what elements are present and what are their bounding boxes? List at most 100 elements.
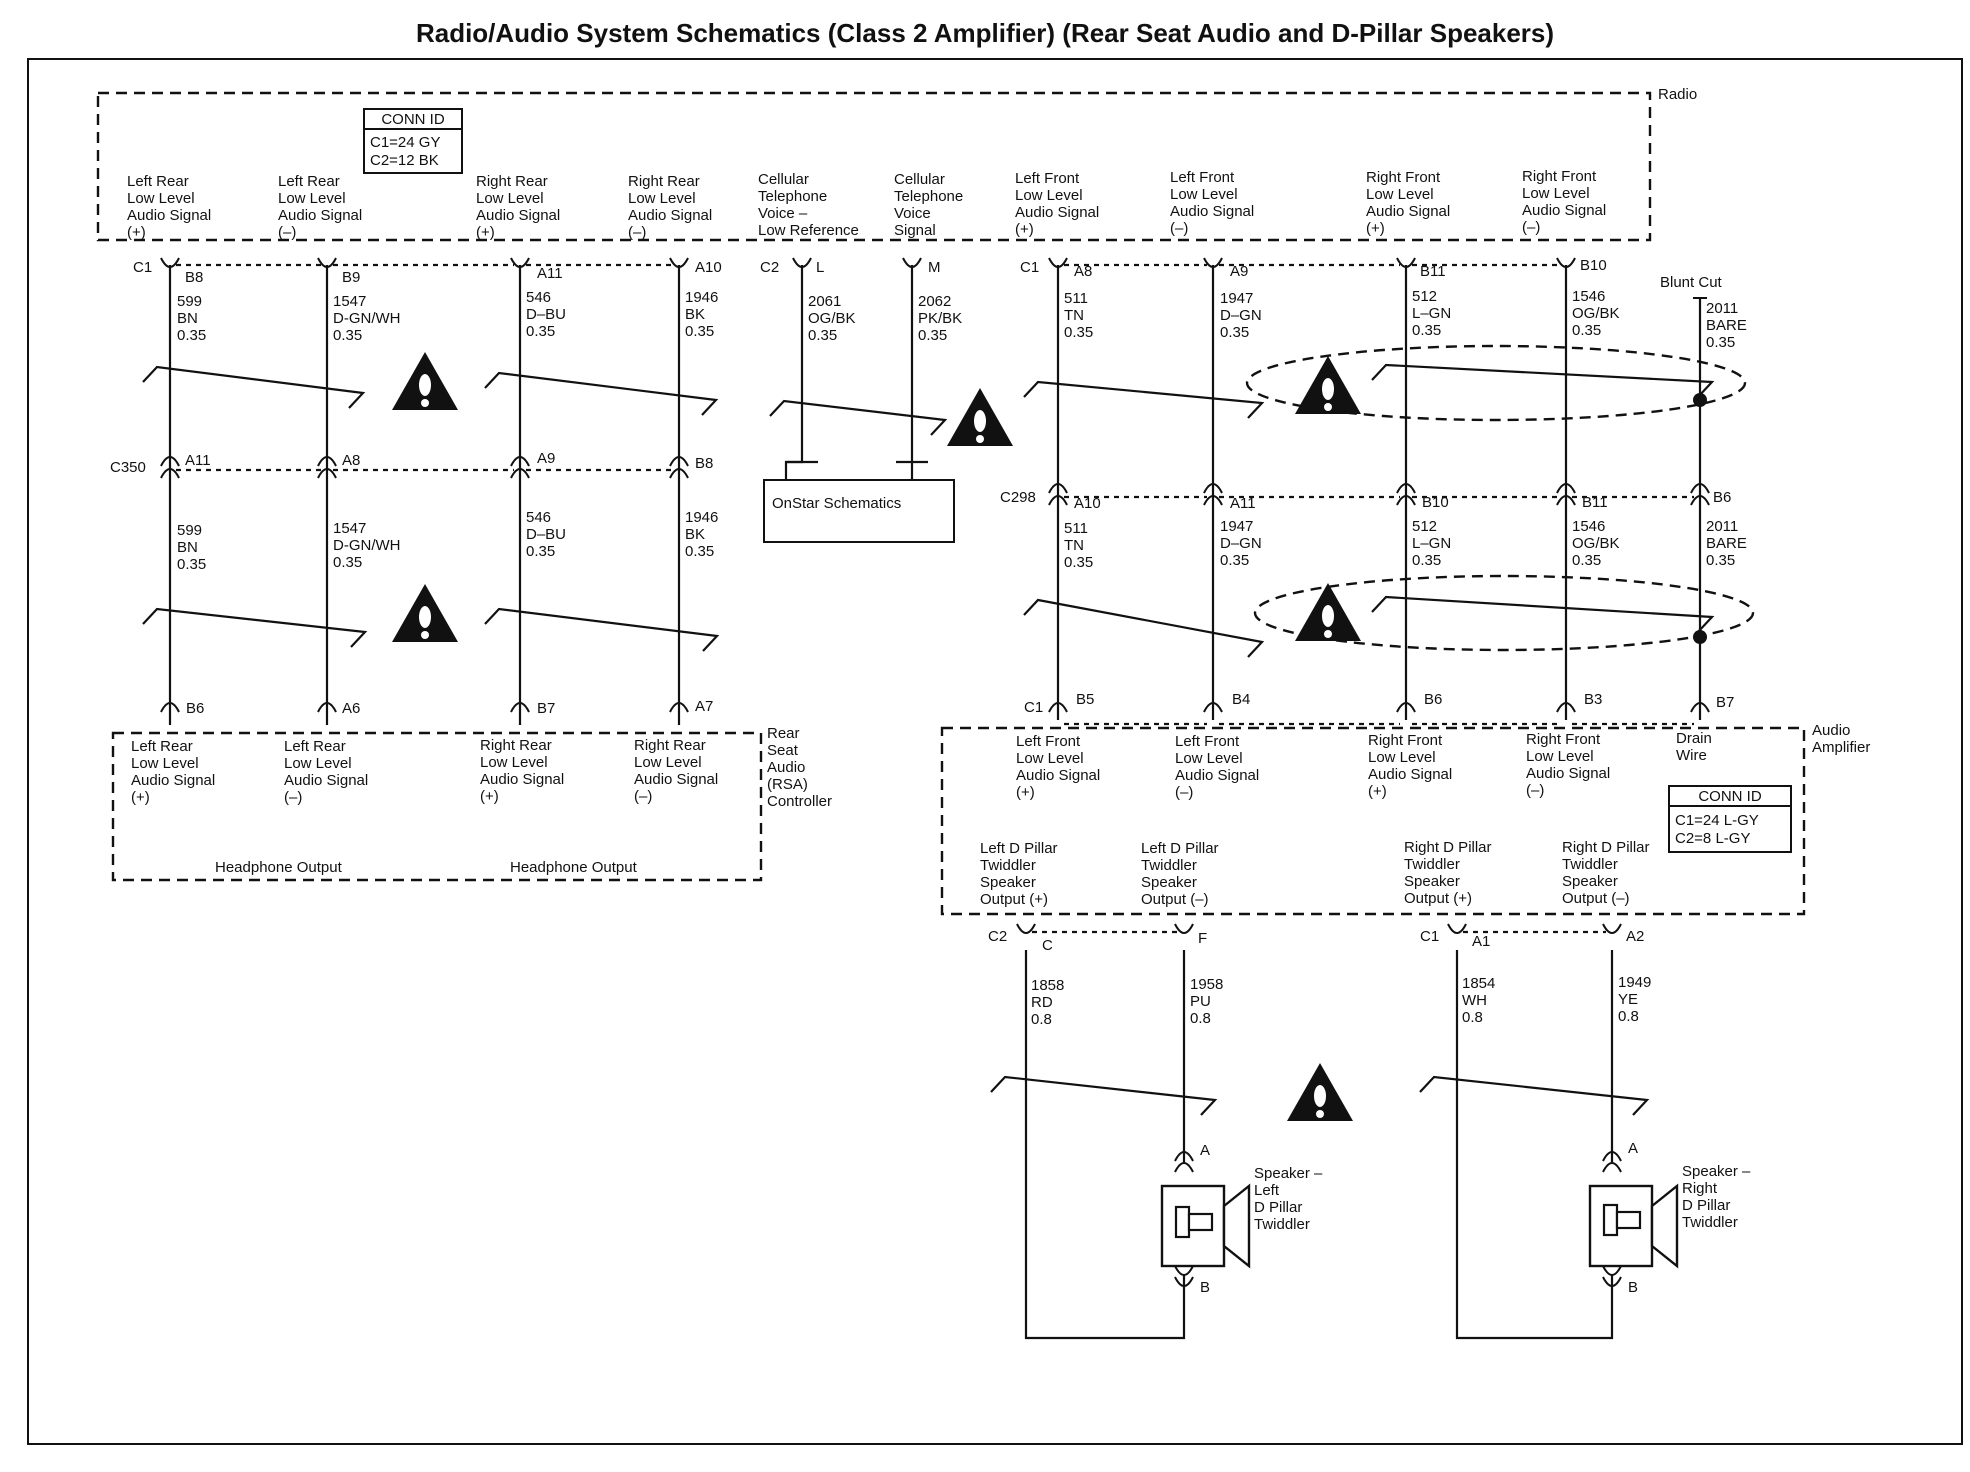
pin-label: A xyxy=(1200,1142,1210,1159)
conn-id-header: CONN ID xyxy=(1698,788,1762,805)
pin-label: A11 xyxy=(185,452,211,469)
blunt-cut-label: Blunt Cut xyxy=(1660,274,1723,291)
pin-label: B6 xyxy=(1424,691,1442,708)
connector-label: C2 xyxy=(760,259,779,276)
connector-label: C1 xyxy=(133,259,152,276)
pin-label: M xyxy=(928,259,941,276)
amplifier-conn-id-table: CONN ID C1=24 L-GY C2=8 L-GY xyxy=(1668,785,1792,853)
pin-label: A11 xyxy=(1230,495,1256,512)
conn-id-line: C2=8 L-GY xyxy=(1675,830,1750,847)
wire-runs xyxy=(168,265,1702,1340)
pin-label: B9 xyxy=(342,269,360,286)
conn-id-header: CONN ID xyxy=(381,111,445,128)
conn-id-line: C2=12 BK xyxy=(370,152,439,169)
pin-symbols: B8 B9 A11 A10 L M A8 A9 B11 B10 xyxy=(160,257,1607,286)
pin-label: B6 xyxy=(186,700,204,717)
pin-label: A8 xyxy=(1074,263,1092,280)
pin-label: B3 xyxy=(1584,691,1602,708)
onstar-label: OnStar Schematics xyxy=(772,495,901,512)
pin-label: A2 xyxy=(1626,928,1644,945)
pin-label: F xyxy=(1198,930,1207,947)
connector-label: C2 xyxy=(988,928,1007,945)
diagram-title: Radio/Audio System Schematics (Class 2 A… xyxy=(416,18,1554,48)
connector-label: C350 xyxy=(110,459,146,476)
pin-label: B5 xyxy=(1076,691,1094,708)
pin-label: A6 xyxy=(342,700,360,717)
connector-label: C1 xyxy=(1020,259,1039,276)
pin-label: A8 xyxy=(342,452,360,469)
connector-label: C298 xyxy=(1000,489,1036,506)
pin-label: B xyxy=(1200,1279,1210,1296)
pin-label: B11 xyxy=(1420,263,1446,280)
pin-label: A9 xyxy=(537,450,555,467)
c298-connector: C298 A10 A11 B10 B11 B6 xyxy=(1000,483,1731,512)
conn-id-line: C1=24 GY xyxy=(370,134,440,151)
pin-label: B11 xyxy=(1582,494,1608,511)
diagram-frame xyxy=(27,58,1963,1445)
caution-icon xyxy=(392,352,458,410)
pin-label: A10 xyxy=(1074,495,1101,512)
pin-label: B7 xyxy=(1716,694,1734,711)
pin-label: A10 xyxy=(695,259,722,276)
onstar-reference-box: OnStar Schematics xyxy=(763,479,955,543)
connector-label: C1 xyxy=(1024,699,1043,716)
pin-label: B4 xyxy=(1232,691,1250,708)
radio-conn-id-table: CONN ID C1=24 GY C2=12 BK xyxy=(363,108,463,174)
pin-label: B7 xyxy=(537,700,555,717)
pin-label: L xyxy=(816,259,824,276)
caution-icon xyxy=(1295,356,1361,414)
pin-label: A7 xyxy=(695,698,713,715)
headphone-output-label: Headphone Output xyxy=(510,859,638,876)
